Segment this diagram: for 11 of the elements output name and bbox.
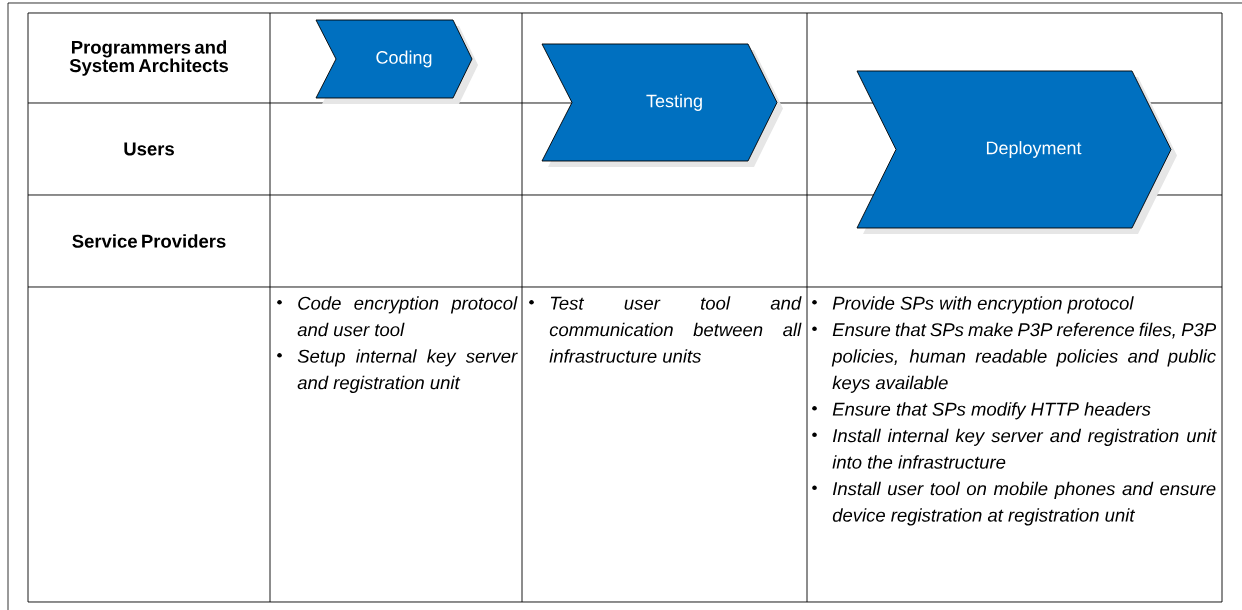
bullet-item: Test user tool and communication between all infrastructure units <box>529 296 802 363</box>
bullet-item: Ensure that SPs modify HTTP headers <box>812 402 1151 420</box>
row-header: Service Providers <box>72 234 226 248</box>
bullet-item: Install user tool on mobile phones and ensure device registration at registration unit <box>812 481 1216 526</box>
bullet-item: Install internal key server and registration unit into the infrastructure <box>812 428 1217 469</box>
row-header: Users <box>124 142 174 156</box>
bullet-item: Setup internal key server and registration unit <box>277 349 518 393</box>
bullet-item: Ensure that SPs make P3P reference files, P3P policies, human readable policies and public keys available <box>812 322 1217 393</box>
row-header: Programmers and System Architects <box>69 40 229 76</box>
bullet-item: Provide SPs with encryption protocol <box>812 296 1134 314</box>
bullet-item: Code encryption protocol and user tool <box>277 296 518 337</box>
